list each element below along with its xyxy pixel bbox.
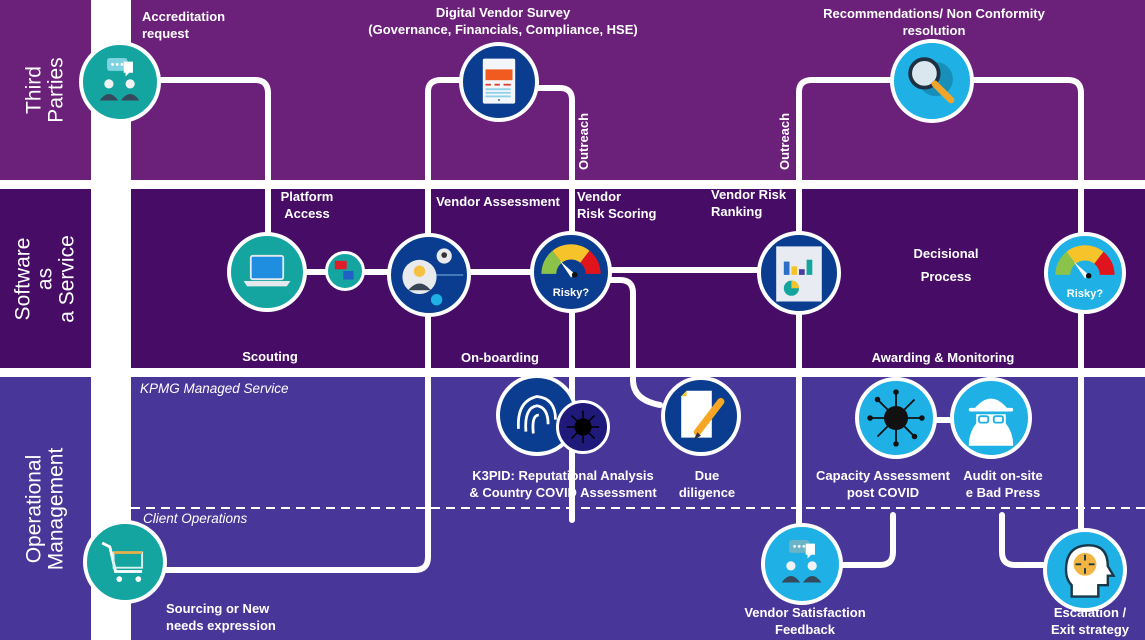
node-digital-survey[interactable]	[459, 42, 539, 122]
node-vendor-assessment[interactable]	[387, 233, 471, 317]
head-focus-icon	[1064, 544, 1116, 598]
label-audit: Audit on-site e Bad Press	[963, 468, 1043, 500]
label-risk-ranking: Vendor Risk Ranking	[711, 187, 787, 219]
node-sourcing-cart[interactable]	[83, 520, 167, 604]
sublane-client-operations: Client Operations	[143, 511, 248, 526]
label-outreach-1: Outreach	[576, 112, 591, 170]
shopping-cart-icon	[101, 541, 144, 582]
document-pen-icon	[681, 390, 725, 440]
node-recommendations[interactable]	[890, 39, 974, 123]
risk-gauge-icon: Risky?	[541, 244, 601, 299]
lane-third-parties	[131, 0, 1145, 180]
risk-gauge-icon: Risky?	[1055, 245, 1115, 300]
label-recommendations: Recommendations/ Non Conformity resoluti…	[823, 6, 1045, 38]
label-vendor-assessment: Vendor Assessment	[436, 194, 560, 209]
node-social[interactable]	[325, 251, 365, 291]
node-capacity-assessment[interactable]	[855, 377, 937, 459]
gauge-caption: Risky?	[1067, 288, 1104, 300]
node-covid-small[interactable]	[556, 400, 610, 454]
connector-sourcing-survey	[147, 77, 473, 573]
fingerprint-icon	[516, 395, 557, 434]
label-k3pid: K3PID: Reputational Analysis & Country C…	[469, 468, 657, 500]
label-accreditation: Accreditation request	[142, 9, 226, 41]
connector-recommendations-gauge	[957, 77, 1084, 563]
label-capacity-assessment: Capacity Assessment post COVID	[816, 468, 950, 500]
label-scouting: Scouting	[242, 349, 298, 364]
label-survey: Digital Vendor Survey (Governance, Finan…	[368, 5, 638, 37]
node-risk-scoring-gauge[interactable]: Risky?	[530, 231, 612, 313]
people-chat-icon	[99, 57, 140, 101]
connector-survey-scoring	[527, 85, 575, 523]
sublane-kpmg-managed: KPMG Managed Service	[140, 381, 289, 396]
spy-icon	[968, 398, 1014, 446]
lane-header-saas	[0, 189, 91, 368]
social-like-icon	[334, 260, 354, 280]
node-audit-onsite[interactable]	[950, 377, 1032, 459]
report-chart-icon	[776, 246, 822, 302]
node-scouting-laptop[interactable]	[227, 232, 307, 312]
connector-accreditation	[147, 77, 271, 248]
connector-scoring-duediligence	[607, 277, 663, 408]
gauge-caption: Risky?	[553, 287, 590, 299]
people-chat-icon	[781, 539, 822, 583]
label-awarding-monitoring: Awarding & Monitoring	[871, 350, 1015, 365]
label-outreach-2: Outreach	[777, 112, 792, 170]
connector-escalation	[999, 512, 1053, 568]
label-sourcing: Sourcing or New needs expression	[166, 601, 276, 633]
people-network-icon	[402, 248, 464, 306]
magnifier-gear-icon	[908, 57, 955, 104]
tablet-form-icon	[482, 58, 516, 104]
lane-header-operational	[0, 377, 91, 640]
node-monitoring-gauge[interactable]: Risky?	[1044, 232, 1126, 314]
label-platform-access: Platform Access	[280, 189, 334, 221]
node-risk-ranking[interactable]	[757, 231, 841, 315]
virus-icon	[566, 410, 600, 444]
connector-satisfaction	[827, 512, 896, 568]
node-vendor-satisfaction[interactable]	[761, 523, 843, 605]
node-escalation[interactable]	[1043, 528, 1127, 612]
node-accreditation[interactable]	[79, 41, 161, 123]
node-due-diligence[interactable]	[661, 376, 741, 456]
laptop-icon	[243, 254, 291, 287]
label-due-diligence: Due diligence	[678, 468, 736, 500]
label-risk-scoring: Vendor Risk Scoring	[577, 189, 657, 221]
virus-icon	[867, 389, 925, 447]
label-decisional-process: Decisional Process	[913, 246, 979, 284]
label-vendor-satisfaction: Vendor Satisfaction Feedback	[744, 605, 866, 637]
label-onboarding: On-boarding	[461, 350, 539, 365]
connector-ranking-recommendations	[796, 77, 903, 603]
lane-header-third-parties	[0, 0, 91, 180]
